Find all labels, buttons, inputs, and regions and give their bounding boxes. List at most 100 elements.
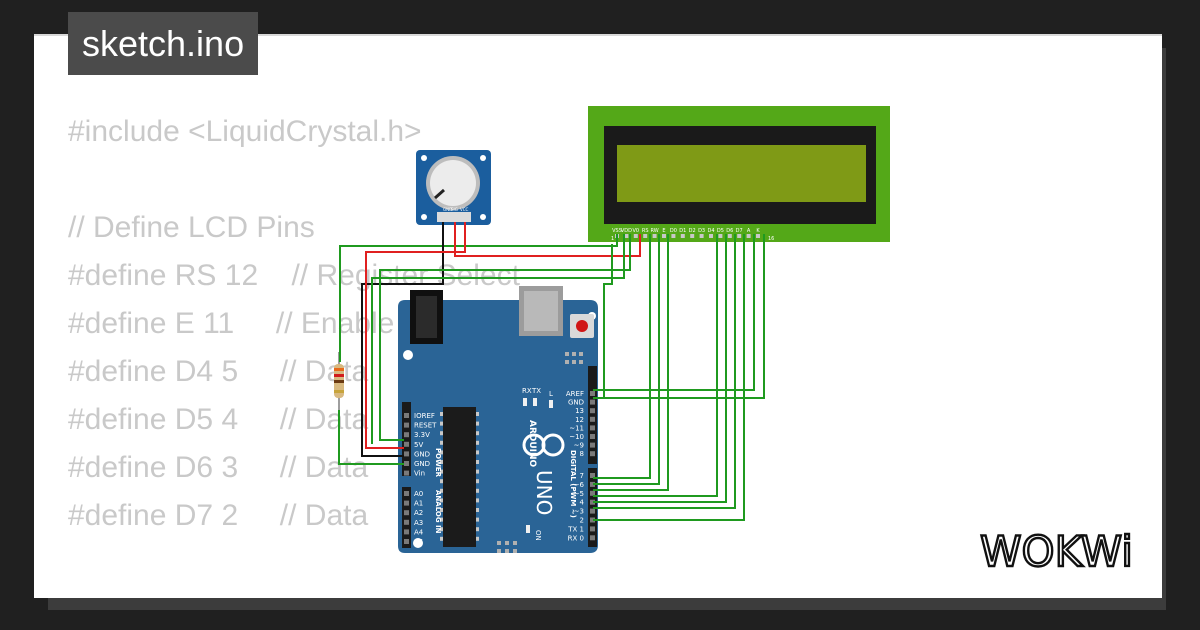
chip-pin	[440, 412, 443, 416]
header-pin	[404, 413, 409, 418]
arduino-pin-label: A3	[414, 519, 423, 527]
lcd-pin	[746, 234, 751, 238]
on-label: ON	[534, 530, 542, 541]
arduino-pin-label: ~5	[574, 490, 584, 498]
lcd-pin	[718, 234, 723, 238]
arduino-pin-label: 4	[580, 499, 585, 507]
arduino-pin-label: A1	[414, 500, 423, 508]
chip-pin	[476, 460, 479, 464]
lcd-pin-label: RW	[650, 228, 658, 234]
lcd-pin-label: E	[662, 228, 665, 234]
header-pin	[590, 408, 595, 414]
header-pin	[590, 517, 595, 523]
header-pin	[590, 490, 595, 496]
usb-port-inner	[524, 291, 558, 331]
header-pin	[590, 399, 595, 405]
chip-pin	[476, 536, 479, 541]
lcd-pin-label: VSS	[612, 228, 622, 234]
chip-pin	[440, 517, 443, 522]
arduino-pin-label: 3.3V	[414, 431, 430, 439]
header-pin	[404, 491, 409, 496]
dc-power-jack-inner	[416, 296, 437, 338]
tx-led-label: TX	[531, 387, 541, 395]
arduino-pin-label: ~9	[574, 442, 584, 450]
lcd-pin-label: D2	[689, 228, 696, 234]
header-pin	[590, 508, 595, 514]
header-pin	[404, 470, 409, 476]
arduino-uno[interactable]: ARDUINO UNO DIGITAL (PWM ~) POWER ANALOG…	[398, 286, 598, 553]
wires	[338, 222, 765, 521]
wire-d5	[593, 234, 727, 503]
header-pin	[590, 535, 595, 541]
chip-pin	[440, 440, 443, 445]
lcd-pin	[727, 234, 732, 238]
header-pin	[404, 529, 409, 535]
icsp-header-bottom	[497, 541, 517, 553]
digital-header-bottom	[588, 468, 597, 547]
lcd-pin	[643, 234, 648, 238]
arduino-model: UNO	[532, 470, 556, 515]
lcd-pin	[709, 234, 713, 238]
wire-vdd	[379, 234, 631, 441]
arduino-pin-label: AREF	[566, 390, 584, 398]
chip-pin	[440, 460, 443, 464]
lcd-pin-label: RS	[642, 228, 649, 234]
arduino-brand: ARDUINO	[527, 420, 537, 468]
header-pin	[404, 519, 409, 525]
wire-d6	[593, 234, 736, 509]
rx-led-label: RX	[522, 387, 532, 395]
header-pin	[590, 499, 595, 505]
arduino-pin-label: 8	[580, 450, 584, 458]
digital-header-top	[588, 366, 597, 464]
chip-pin	[476, 527, 479, 532]
wire-backlight-a	[593, 234, 755, 391]
header-pin	[590, 481, 595, 487]
code-line: #define D6 3 // Data	[68, 451, 369, 484]
arduino-pin-label: GND	[414, 460, 430, 468]
arduino-pin-label: ~3	[574, 508, 584, 516]
chip-pin	[440, 450, 443, 455]
wire-v0	[371, 234, 625, 444]
chip-pin	[476, 450, 479, 455]
chip-pin	[440, 498, 443, 503]
chip-pin	[476, 431, 479, 436]
header-pin	[404, 539, 409, 544]
rx-led	[523, 398, 527, 406]
lcd-pin-label: D1	[679, 228, 686, 234]
mount-hole	[480, 214, 486, 220]
lcd-pin-label: D7	[736, 228, 743, 234]
resistor-band	[334, 390, 344, 393]
lcd-pin-label: A	[747, 228, 751, 234]
on-led	[526, 525, 530, 533]
arduino-pin-label: GND	[414, 450, 430, 458]
lcd-screen	[617, 145, 866, 202]
knob-indicator	[434, 188, 445, 200]
header-pin	[590, 391, 595, 396]
lcd-pin	[662, 234, 666, 238]
pot-pin-sig: SIG	[451, 207, 458, 212]
arduino-pin-label: A4	[414, 528, 424, 536]
wire-rs	[593, 234, 651, 479]
resistor-band	[334, 380, 344, 383]
code-background: #include <LiquidCrystal.h> // Define LCD…	[68, 108, 520, 598]
lcd-pin	[699, 234, 704, 238]
lcd-pin	[690, 234, 695, 238]
lcd-pin-label: K	[756, 228, 760, 234]
potentiometer[interactable]: GND SIG VCC	[416, 150, 491, 225]
potentiometer-knob[interactable]	[430, 160, 476, 206]
wire-backlight-k	[593, 234, 765, 399]
arduino-pin-label: 13	[575, 407, 584, 415]
lcd-pin	[737, 234, 742, 238]
lcd-pin	[756, 234, 760, 238]
arduino-pin-label: ~11	[569, 424, 584, 432]
filename-tab[interactable]: sketch.ino	[68, 12, 259, 75]
reset-button-cap[interactable]	[576, 320, 588, 332]
chip-pin	[440, 469, 443, 474]
wire-d7	[593, 234, 745, 521]
arduino-pin-label: IOREF	[414, 412, 435, 420]
chip-pins	[440, 412, 479, 541]
header-pin	[404, 451, 409, 457]
